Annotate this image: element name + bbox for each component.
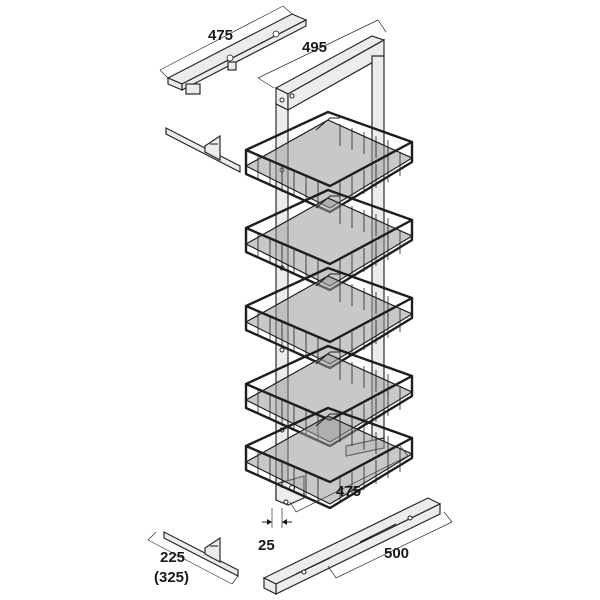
dim-basket-width: 475 bbox=[336, 483, 361, 500]
dimension-rail-length: 500 bbox=[327, 511, 453, 579]
dim-offset: 25 bbox=[258, 537, 275, 554]
dimension-offset: 25 bbox=[258, 508, 292, 554]
side-bracket-bottom bbox=[163, 531, 239, 577]
dim-bracket-length: 225 bbox=[160, 549, 185, 566]
dimension-basket-width: 475 bbox=[289, 445, 409, 513]
dim-rail-length: 500 bbox=[384, 545, 409, 562]
top-bracket bbox=[166, 13, 308, 95]
dimension-top-bracket: 475 bbox=[159, 5, 293, 79]
dim-top-bracket: 475 bbox=[208, 27, 233, 44]
side-bracket-top bbox=[165, 127, 241, 173]
dimension-frame-depth: 495 bbox=[257, 19, 387, 89]
bottom-rail bbox=[262, 497, 442, 595]
basket-4 bbox=[244, 344, 414, 448]
dim-bracket-length-alt: (325) bbox=[154, 569, 189, 586]
basket-5 bbox=[244, 406, 414, 510]
dim-frame-depth: 495 bbox=[302, 39, 327, 56]
dimension-bracket-length: 225 (325) bbox=[147, 531, 239, 586]
